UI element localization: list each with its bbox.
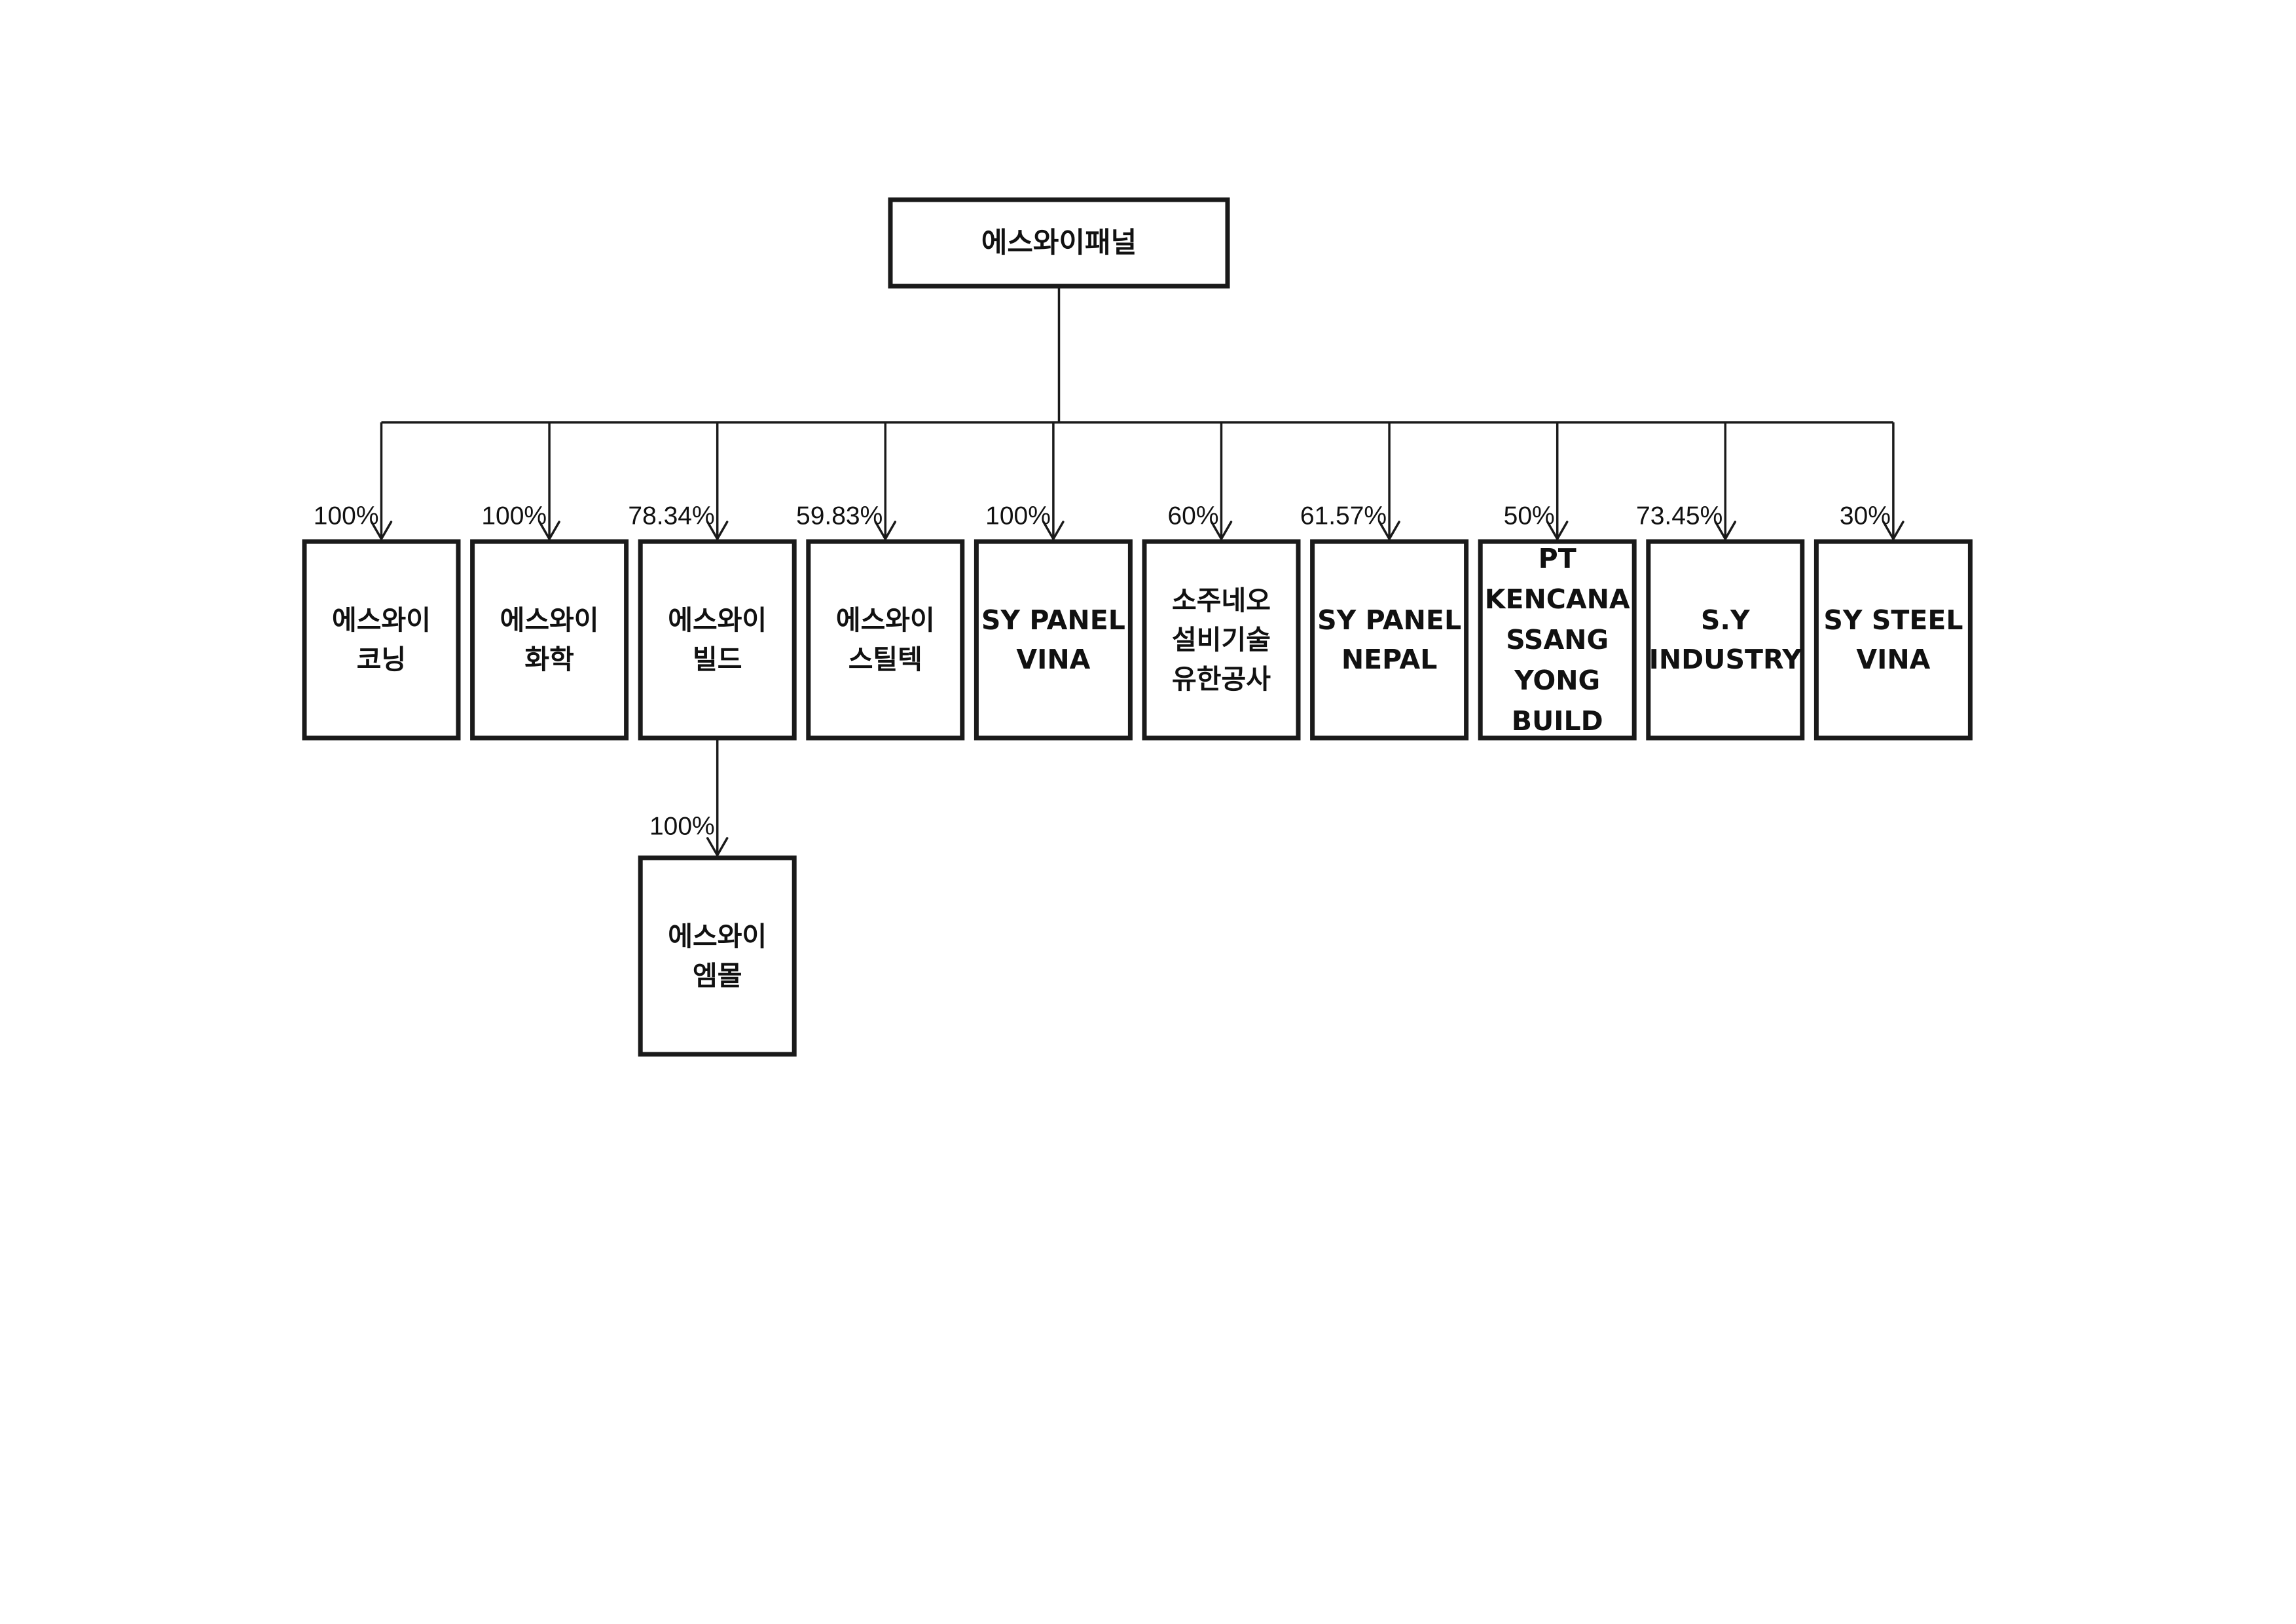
node-box-root bbox=[888, 197, 1230, 289]
ownership-pct-sy-steeltech: 59.83% bbox=[796, 502, 883, 530]
node-label-sy-build-line-1: 에스와이 bbox=[668, 604, 767, 636]
arrow-sy-corning bbox=[370, 521, 393, 540]
node-sy-steel-vina: SY STEEL VINA 30% bbox=[1813, 502, 1973, 741]
node-label-pt-kencana-line-5: BUILD bbox=[1512, 705, 1603, 737]
arrow-sy-build bbox=[706, 521, 729, 540]
node-label-pt-kencana-line-4: YONG bbox=[1514, 665, 1600, 696]
arrow-sy-mall bbox=[706, 837, 729, 857]
ownership-pct-sy-panel-nepal: 61.57% bbox=[1300, 502, 1387, 530]
node-label-sy-chemical-line-1: 에스와이 bbox=[500, 604, 599, 636]
node-box-sy-mall bbox=[638, 855, 797, 1057]
node-label-sy-steeltech-line-1: 에스와이 bbox=[836, 604, 935, 636]
node-label-pt-kencana-line-1: PT bbox=[1539, 543, 1576, 574]
ownership-pct-sozhou-neo: 60% bbox=[1167, 502, 1218, 530]
node-box-pt-kencana bbox=[1478, 539, 1637, 741]
arrow-pt-kencana bbox=[1546, 521, 1569, 540]
connector-lines bbox=[370, 286, 1904, 857]
node-sy-panel-vina: SY PANEL VINA 100% bbox=[974, 502, 1133, 741]
node-label-sy-mall-line-1: 에스와이 bbox=[668, 921, 767, 952]
arrow-sy-steeltech bbox=[874, 521, 897, 540]
node-box-sy-corning bbox=[302, 539, 461, 741]
ownership-pct-pt-kencana: 50% bbox=[1504, 502, 1555, 530]
node-label-sozhou-neo-line-1: 소주네오 bbox=[1172, 585, 1271, 616]
ownership-pct-sy-mall: 100% bbox=[649, 813, 715, 841]
node-label-sy-panel-nepal-line-2: NEPAL bbox=[1341, 644, 1437, 675]
arrow-sy-chemical bbox=[538, 521, 560, 540]
ownership-pct-sy-steel-vina: 30% bbox=[1840, 502, 1891, 530]
node-label-sy-mall-line-2: 엠몰 bbox=[693, 960, 742, 991]
root-label-line-1: 에스와이패널 bbox=[981, 227, 1137, 259]
node-box-sy-build bbox=[638, 539, 797, 741]
node-label-sy-panel-vina-line-2: VINA bbox=[1016, 644, 1090, 675]
arrow-sy-panel-nepal bbox=[1378, 521, 1400, 540]
arrow-sy-industry bbox=[1714, 521, 1737, 540]
node-box-sy-steeltech bbox=[806, 539, 965, 741]
node-label-pt-kencana-line-3: SSANG bbox=[1506, 624, 1609, 655]
ownership-pct-sy-panel-vina: 100% bbox=[985, 502, 1051, 530]
ownership-pct-sy-industry: 73.45% bbox=[1636, 502, 1722, 530]
node-label-sy-industry-line-1: S.Y bbox=[1701, 604, 1751, 636]
node-label-sy-corning-line-2: 코닝 bbox=[357, 644, 406, 675]
org-nodes: 에스와이패널에스와이코닝100%에스와이화학100%에스와이빌드78.34%에스… bbox=[302, 197, 1973, 1057]
ownership-pct-sy-build: 78.34% bbox=[628, 502, 714, 530]
ownership-pct-sy-corning: 100% bbox=[314, 502, 379, 530]
ownership-pct-sy-chemical: 100% bbox=[481, 502, 547, 530]
node-label-pt-kencana-line-2: KENCANA bbox=[1485, 583, 1630, 615]
node-sy-industry: S.Y INDUSTRY 73.45% bbox=[1636, 502, 1805, 741]
arrow-sy-steel-vina bbox=[1882, 521, 1904, 540]
node-box-sy-chemical bbox=[470, 539, 629, 741]
node-label-sy-build-line-2: 빌드 bbox=[693, 644, 742, 675]
arrow-sy-panel-vina bbox=[1042, 521, 1065, 540]
node-box-sy-industry bbox=[1646, 539, 1805, 741]
node-label-sy-steeltech-line-2: 스틸텍 bbox=[848, 644, 922, 675]
node-pt-kencana: PT KENCANA SSANG YONG BUILD 50% bbox=[1478, 502, 1637, 741]
node-label-sy-industry-line-2: INDUSTRY bbox=[1649, 644, 1803, 675]
node-label-sy-steel-vina-line-2: VINA bbox=[1856, 644, 1930, 675]
node-label-sy-panel-vina-line-1: SY PANEL bbox=[981, 604, 1125, 636]
node-box-sozhou-neo bbox=[1142, 539, 1301, 741]
node-label-sozhou-neo-line-2: 설비기술 bbox=[1172, 624, 1271, 655]
node-label-sy-steel-vina-line-1: SY STEEL bbox=[1823, 604, 1963, 636]
node-label-sozhou-neo-line-3: 유한공사 bbox=[1172, 663, 1271, 695]
node-sy-panel: 에스와이패널 bbox=[888, 197, 1230, 289]
node-box-sy-panel-nepal bbox=[1310, 539, 1469, 741]
node-box-sy-panel-vina bbox=[974, 539, 1133, 741]
arrow-sozhou-neo bbox=[1210, 521, 1233, 540]
node-box-sy-steel-vina bbox=[1813, 539, 1973, 741]
node-label-sy-panel-nepal-line-1: SY PANEL bbox=[1317, 604, 1461, 636]
node-label-sy-chemical-line-2: 화학 bbox=[524, 644, 574, 675]
node-sy-panel-nepal: SY PANEL NEPAL 61.57% bbox=[1300, 502, 1469, 741]
node-label-sy-corning-line-1: 에스와이 bbox=[332, 604, 431, 636]
